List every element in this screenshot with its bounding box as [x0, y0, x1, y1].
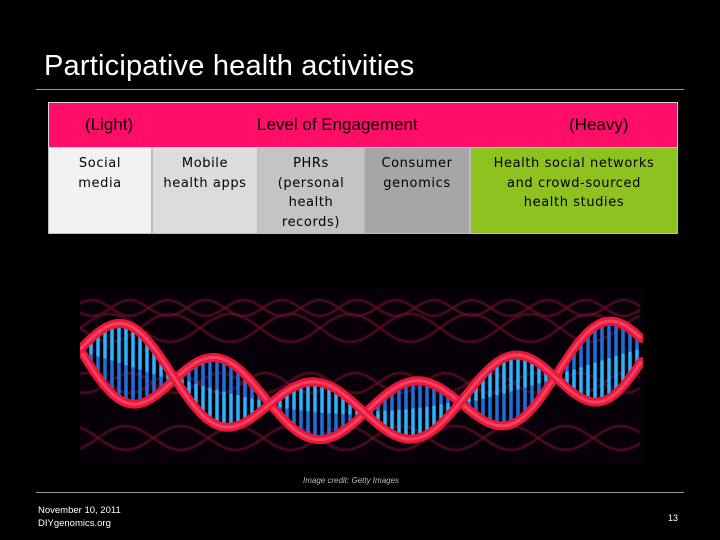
- activity-line: PHRs: [293, 156, 329, 171]
- engagement-level-band: (Light) Level of Engagement (Heavy): [48, 102, 678, 148]
- light-engagement-label: (Light): [85, 115, 134, 134]
- activity-line: Social: [78, 156, 122, 171]
- level-of-engagement-label: Level of Engagement: [257, 115, 418, 134]
- activity-social-media: Social media: [48, 148, 152, 234]
- activity-line: and crowd-sourced: [507, 175, 641, 191]
- activity-phrs: PHRs (personal health records): [258, 148, 364, 234]
- footer-info: November 10, 2011 DIYgenomics.org: [38, 504, 121, 530]
- footer-divider: [36, 492, 684, 493]
- activity-line: genomics: [383, 175, 451, 191]
- heavy-engagement-label: (Heavy): [569, 115, 629, 134]
- activity-consumer-genomics: Consumer genomics: [364, 148, 470, 234]
- activity-line: health: [288, 195, 334, 210]
- activity-line: health studies: [523, 195, 625, 210]
- activity-line: records): [281, 214, 341, 230]
- page-number: 13: [667, 513, 678, 523]
- dna-helix-image: [80, 288, 643, 466]
- activity-line: Mobile: [181, 156, 229, 171]
- slide-title: Participative health activities: [44, 50, 415, 82]
- title-divider: [36, 89, 684, 90]
- activity-line: (personal: [277, 175, 345, 191]
- image-credit: Image credit: Getty Images: [303, 476, 400, 485]
- activity-health-social-networks: Health social networks and crowd-sourced…: [470, 148, 678, 234]
- activity-line: health apps: [163, 175, 247, 191]
- footer-site: DIYgenomics.org: [38, 518, 111, 529]
- footer-date: November 10, 2011: [38, 505, 121, 516]
- activity-line: Health social networks: [493, 156, 655, 171]
- activity-line: Consumer: [381, 156, 453, 171]
- activity-mobile-health-apps: Mobile health apps: [152, 148, 258, 234]
- activity-line: media: [78, 175, 122, 191]
